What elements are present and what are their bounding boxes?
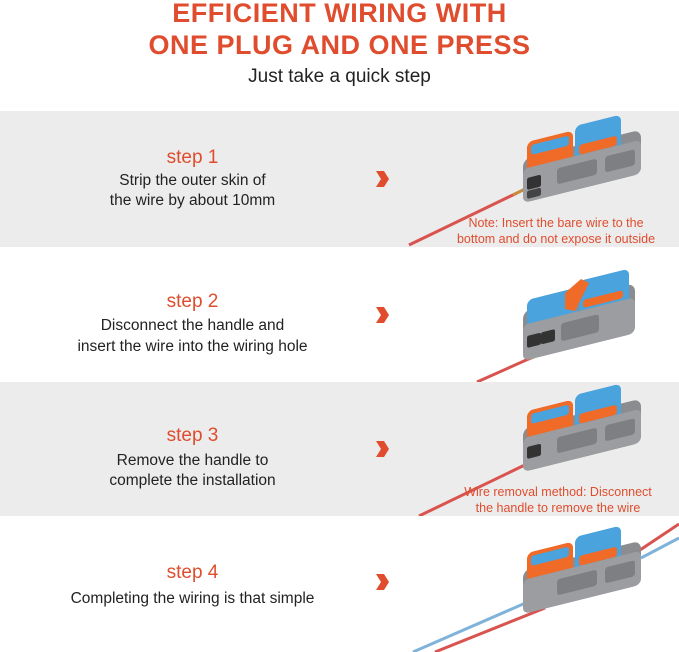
wire-connector-icon <box>476 269 635 384</box>
chevron-right-icon <box>376 574 389 590</box>
step-3-panel: step 3 Remove the handle to complete the… <box>0 382 679 518</box>
step-1-title: step 1 <box>166 147 219 168</box>
step-1-panel: step 1 Strip the outer skin of the wire … <box>0 111 679 247</box>
step-1-note-line1: Note: Insert the bare wire to the <box>468 216 644 230</box>
page-title-line1: EFFICIENT WIRING WITH <box>172 0 507 28</box>
step-2-panel: step 2 Disconnect the handle and insert … <box>0 247 679 384</box>
step-3-note-line2: the handle to remove the wire <box>475 501 641 515</box>
step-4-description-line1: Completing the wiring is that simple <box>70 590 315 607</box>
header: EFFICIENT WIRING WITH ONE PLUG AND ONE P… <box>0 0 679 110</box>
chevron-right-icon <box>376 307 389 323</box>
chevron-right-icon <box>376 171 389 187</box>
step-3-description-line2: complete the installation <box>109 472 276 489</box>
step-3-description-line1: Remove the handle to <box>116 452 269 469</box>
step-1-description-line2: the wire by about 10mm <box>109 192 276 209</box>
step-2-description-line2: insert the wire into the wiring hole <box>77 338 308 355</box>
step-4-title: step 4 <box>166 562 219 583</box>
step-3-title: step 3 <box>166 425 219 446</box>
step-4-panel: step 4 Completing the wiring is that sim… <box>0 516 679 652</box>
page-subtitle: Just take a quick step <box>248 66 431 87</box>
step-2-title: step 2 <box>166 291 219 312</box>
step-1-description-line1: Strip the outer skin of <box>119 172 266 189</box>
step-2-description-line1: Disconnect the handle and <box>100 317 285 334</box>
chevron-right-icon <box>376 441 389 457</box>
step-1-note-line2: bottom and do not expose it outside <box>456 232 656 246</box>
wire-connector-icon <box>408 115 641 247</box>
step-3-note-line1: Wire removal method: Disconnect <box>464 485 652 499</box>
wire-connector-icon <box>418 384 641 518</box>
page-title-line2: ONE PLUG AND ONE PRESS <box>148 30 531 60</box>
wire-connector-icon <box>412 522 679 652</box>
